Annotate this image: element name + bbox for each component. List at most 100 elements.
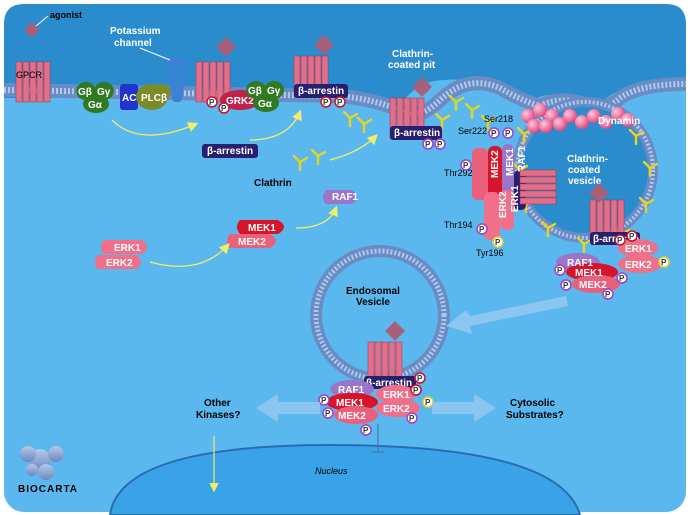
- svg-text:P: P: [325, 409, 331, 418]
- gpcr-receptor-in-pit: [389, 77, 442, 140]
- erk1-free-label: ERK1: [114, 243, 141, 254]
- erk2-label: ERK2: [625, 260, 652, 271]
- svg-text:P: P: [417, 374, 423, 383]
- mek2-label: MEK2: [338, 411, 366, 422]
- svg-text:P: P: [221, 104, 227, 113]
- mek1-label: MEK1: [336, 398, 364, 409]
- clathrin-pit-label-line1: Clathrin-: [392, 49, 433, 60]
- raf1-label: RAF1: [567, 258, 594, 269]
- biocarta-logo: [20, 446, 64, 480]
- svg-text:P: P: [363, 426, 369, 435]
- raf1-label: RAF1: [338, 385, 365, 396]
- gpcr-receptor: [15, 61, 51, 103]
- clathrin-label: Clathrin: [254, 178, 292, 189]
- mek1-label: MEK1: [575, 268, 603, 279]
- svg-text:P: P: [495, 238, 501, 247]
- ser222-label: Ser222: [458, 126, 487, 136]
- svg-text:P: P: [491, 129, 497, 138]
- erk2-label: ERK2: [383, 404, 410, 415]
- phospho-site: P: [616, 272, 628, 284]
- adenylyl-cyclase: [120, 84, 138, 110]
- svg-text:P: P: [425, 398, 431, 407]
- grk2-label: GRK2: [226, 96, 254, 107]
- beta-arrestin-label: β-arrestin: [366, 378, 412, 389]
- phospho-site: P: [334, 96, 346, 108]
- phospho-site: P: [406, 412, 418, 424]
- mek1-label: MEK1: [505, 148, 516, 176]
- phospho-site: P: [602, 288, 614, 300]
- svg-text:P: P: [425, 140, 431, 149]
- g-beta-label: Gβ: [78, 87, 92, 98]
- svg-text:P: P: [629, 232, 635, 241]
- nucleus: [108, 443, 582, 515]
- phospho-site: P: [414, 372, 426, 384]
- phospho-site: P: [360, 424, 372, 436]
- phospho-site: P: [502, 127, 514, 139]
- tyr196-label: Tyr196: [476, 248, 504, 258]
- svg-text:P: P: [321, 396, 327, 405]
- thr292-label: Thr292: [444, 168, 473, 178]
- svg-text:P: P: [563, 281, 569, 290]
- erk1-label: ERK1: [625, 244, 652, 255]
- clathrin-pit-label-line2: coated pit: [388, 60, 436, 71]
- svg-text:P: P: [661, 258, 667, 267]
- svg-text:P: P: [463, 161, 469, 170]
- svg-text:P: P: [617, 236, 623, 245]
- raf1-label: RAF1: [517, 145, 528, 172]
- phospho-site: P: [320, 96, 332, 108]
- plc-beta: [136, 84, 171, 110]
- vesicle-label-line3: vesicle: [568, 176, 602, 187]
- svg-text:P: P: [605, 290, 611, 299]
- svg-text:P: P: [505, 129, 511, 138]
- svg-text:P: P: [619, 274, 625, 283]
- nucleus-label: Nucleus: [315, 466, 348, 476]
- svg-text:P: P: [479, 225, 485, 234]
- svg-text:P: P: [557, 266, 563, 275]
- g-alpha-label: Gα: [258, 99, 273, 110]
- signal-arrows: [111, 109, 378, 267]
- endosomal-label-line1: Endosomal: [346, 286, 400, 297]
- erk-free: [95, 240, 147, 269]
- g-protein-complex: [246, 81, 284, 112]
- gpcr-receptor-arrestin-bound: [293, 35, 348, 98]
- other-kinases-label-line1: Other: [204, 398, 231, 409]
- potassium-channel-label-line1: Potassium: [110, 26, 161, 37]
- phospho-site: P: [218, 102, 230, 114]
- svg-text:P: P: [337, 98, 343, 107]
- dynamin: [521, 103, 635, 133]
- clathrin-triskelion: [292, 94, 497, 172]
- mek2-free-label: MEK2: [238, 237, 266, 248]
- phospho-site: P: [492, 236, 504, 248]
- phospho-site: P: [422, 396, 434, 408]
- agonist-label: agonist: [50, 10, 82, 20]
- beta-arrestin-label: β-arrestin: [394, 128, 440, 139]
- erk1-label: ERK1: [383, 390, 410, 401]
- phospho-site: P: [318, 394, 330, 406]
- phospho-site: P: [434, 138, 446, 150]
- cytosolic-substrates-label-line2: Substrates?: [506, 410, 564, 421]
- phospho-site: P: [206, 96, 218, 108]
- gpcr-receptor-in-vesicle: [519, 169, 557, 205]
- free-beta-arrestin: [202, 144, 258, 158]
- translocation-arrows: [256, 296, 568, 422]
- g-gamma-label: Gγ: [97, 87, 111, 98]
- dynamin-label: Dynamin: [598, 116, 640, 127]
- phospho-site: P: [560, 279, 572, 291]
- mek1-free-label: MEK1: [248, 223, 276, 234]
- thr194-label: Thr194: [444, 220, 473, 230]
- raf1-free-label: RAF1: [332, 192, 359, 203]
- svg-text:P: P: [209, 98, 215, 107]
- g-beta-label: Gβ: [248, 86, 262, 97]
- gpcr-receptor-endosome: [364, 321, 416, 389]
- clathrin-triskelion: [512, 126, 659, 254]
- phospho-site: P: [658, 256, 670, 268]
- other-kinases-label-line2: Kinases?: [196, 410, 240, 421]
- svg-text:P: P: [409, 414, 415, 423]
- mapk-scaffold-complex-endosome: [326, 380, 420, 424]
- phospho-site: P: [554, 264, 566, 276]
- vesicle-label-line2: coated: [568, 165, 600, 176]
- mek2-label: MEK2: [490, 150, 501, 178]
- phospho-site: P: [422, 138, 434, 150]
